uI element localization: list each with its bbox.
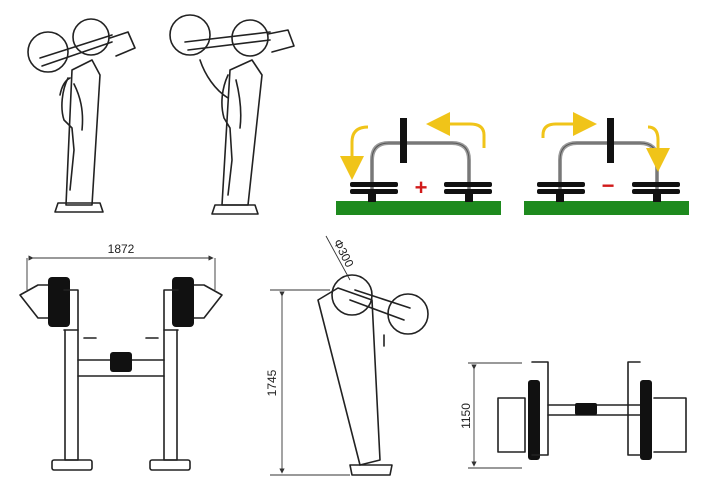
- side-view: 1745 Φ300: [265, 235, 429, 476]
- increase-sign: +: [415, 175, 428, 200]
- width-dimension-label: 1872: [108, 242, 135, 256]
- front-view: 1872: [19, 242, 223, 471]
- decrease-sign: −: [602, 173, 615, 198]
- usage-figure-1: [27, 18, 136, 213]
- height-dimension-label: 1745: [265, 369, 279, 396]
- wheel-diameter-label: Φ300: [331, 237, 357, 270]
- top-view: 1150: [459, 361, 687, 469]
- ground-bar-decrease: [524, 201, 689, 215]
- usage-figure-2: [169, 14, 295, 215]
- resistance-decrease-diagram: −: [524, 112, 689, 215]
- depth-dimension-label: 1150: [459, 403, 473, 429]
- resistance-increase-diagram: +: [336, 112, 501, 215]
- ground-bar-increase: [336, 201, 501, 215]
